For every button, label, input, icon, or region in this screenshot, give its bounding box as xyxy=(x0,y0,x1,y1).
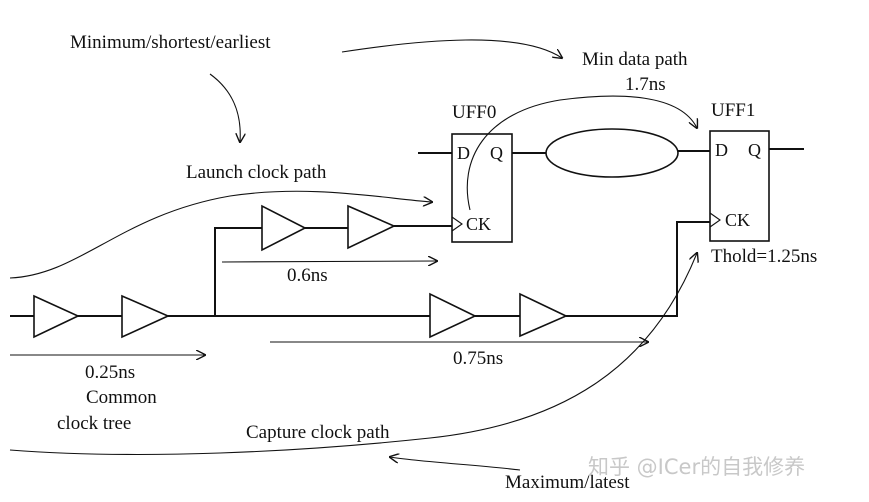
flop-uff1-pin-ck: CK xyxy=(725,210,750,230)
flop-uff1-pin-d: D xyxy=(715,140,728,160)
launch-clock-path-curve xyxy=(9,190,432,279)
flop-uff0-pin-ck: CK xyxy=(466,214,491,234)
label-common-delay: 0.25ns xyxy=(85,362,135,383)
flop-uff0-clock-triangle xyxy=(451,216,463,232)
label-launch-delay: 0.6ns xyxy=(287,265,328,286)
flop-uff0-pin-d: D xyxy=(457,143,470,163)
flop-uff0-name: UFF0 xyxy=(452,102,496,123)
min-annotation-arrow xyxy=(341,39,562,58)
capture-buffer-1 xyxy=(429,292,477,339)
label-thold: Thold=1.25ns xyxy=(711,246,817,267)
combinational-logic-ellipse xyxy=(545,128,679,178)
launch-buffer-2 xyxy=(347,204,396,250)
max-latest-arrow xyxy=(390,457,521,471)
capture-buffer-2 xyxy=(519,292,568,338)
launch-buffer-1 xyxy=(261,204,307,252)
capture-wire-to-ck xyxy=(566,221,710,317)
flop-uff1-body xyxy=(709,130,770,242)
flop-uff1-clock-triangle xyxy=(709,212,721,228)
capture-clock-path-curve xyxy=(9,253,697,455)
watermark-text: 知乎 @ICer的自我修养 xyxy=(588,455,805,479)
flop-uff0-body xyxy=(451,133,513,243)
flop-uff1-name: UFF1 xyxy=(711,100,755,121)
flop-uff0: UFF0 D Q CK xyxy=(451,102,513,243)
min-data-path-curve xyxy=(466,95,697,211)
label-capture-delay: 0.75ns xyxy=(453,348,503,369)
flop-uff0-pin-q: Q xyxy=(490,143,503,163)
launch-branch-wire xyxy=(214,227,262,316)
common-buffer-2 xyxy=(121,294,170,339)
earliest-down-arrow xyxy=(209,73,240,142)
label-common-clock-tree-line2: clock tree xyxy=(57,413,131,434)
label-launch-clock-path: Launch clock path xyxy=(186,162,327,183)
label-minimum-shortest-earliest: Minimum/shortest/earliest xyxy=(70,32,271,53)
label-common-clock-tree-line1: Common xyxy=(86,387,157,408)
label-min-data-delay: 1.7ns xyxy=(625,74,666,95)
label-min-data-path: Min data path xyxy=(582,49,688,70)
launch-delay-arrow xyxy=(221,261,437,262)
common-buffer-1 xyxy=(33,294,80,339)
label-maximum-latest: Maximum/latest xyxy=(505,472,630,493)
flop-uff1-pin-q: Q xyxy=(748,140,761,160)
label-capture-clock-path: Capture clock path xyxy=(246,422,390,443)
flop-uff1: UFF1 D Q CK xyxy=(709,100,770,242)
